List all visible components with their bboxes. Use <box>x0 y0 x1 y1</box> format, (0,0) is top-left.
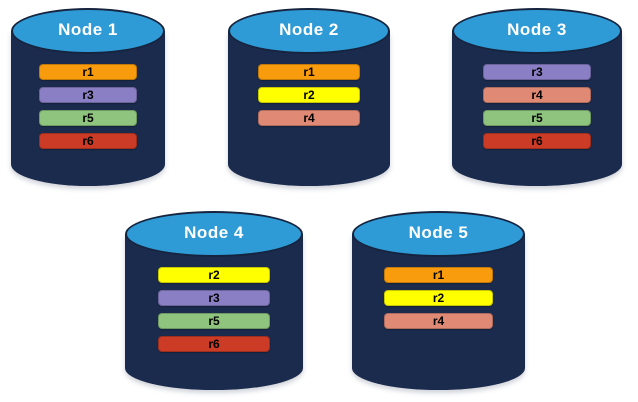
database-node-1: Node 1 r1 r3 r5 r6 <box>11 8 165 186</box>
cylinder-body <box>228 31 390 186</box>
database-node-2: Node 2 r1 r2 r4 <box>228 8 390 186</box>
replica-list: r3 r4 r5 r6 <box>483 64 591 149</box>
database-node-3: Node 3 r3 r4 r5 r6 <box>452 8 622 186</box>
cylinder-top <box>452 8 622 54</box>
replica-bar: r6 <box>158 336 270 352</box>
cylinder-top <box>11 8 165 54</box>
replica-bar: r5 <box>158 313 270 329</box>
replica-bar: r2 <box>384 290 493 306</box>
replica-bar: r3 <box>483 64 591 80</box>
replica-bar: r3 <box>158 290 270 306</box>
node-label: Node 5 <box>408 223 469 242</box>
replica-bar: r4 <box>483 87 591 103</box>
replica-bar: r4 <box>258 110 360 126</box>
replica-bar: r5 <box>39 110 137 126</box>
replica-list: r1 r3 r5 r6 <box>39 64 137 149</box>
cylinder-top <box>228 8 390 54</box>
replica-bar: r2 <box>158 267 270 283</box>
node-label: Node 3 <box>507 20 567 39</box>
replica-bar: r6 <box>483 133 591 149</box>
replica-bar: r5 <box>483 110 591 126</box>
cylinder-body <box>125 234 303 390</box>
replica-bar: r3 <box>39 87 137 103</box>
database-node-5: Node 5 r1 r2 r4 <box>352 211 525 390</box>
node-label: Node 2 <box>279 20 339 39</box>
cylinder-body <box>452 31 622 186</box>
replica-bar: r6 <box>39 133 137 149</box>
replica-bar: r4 <box>384 313 493 329</box>
replica-bar: r1 <box>258 64 360 80</box>
cylinder-body <box>352 234 525 390</box>
cylinder-top <box>125 211 303 257</box>
replica-bar: r1 <box>384 267 493 283</box>
cylinder-top <box>352 211 525 257</box>
replica-list: r1 r2 r4 <box>258 64 360 126</box>
replica-list: r2 r3 r5 r6 <box>158 267 270 352</box>
replica-bar: r2 <box>258 87 360 103</box>
node-label: Node 1 <box>58 20 118 39</box>
replica-list: r1 r2 r4 <box>384 267 493 329</box>
node-label: Node 4 <box>184 223 244 242</box>
cylinder-body <box>11 31 165 186</box>
database-node-4: Node 4 r2 r3 r5 r6 <box>125 211 303 390</box>
replica-bar: r1 <box>39 64 137 80</box>
